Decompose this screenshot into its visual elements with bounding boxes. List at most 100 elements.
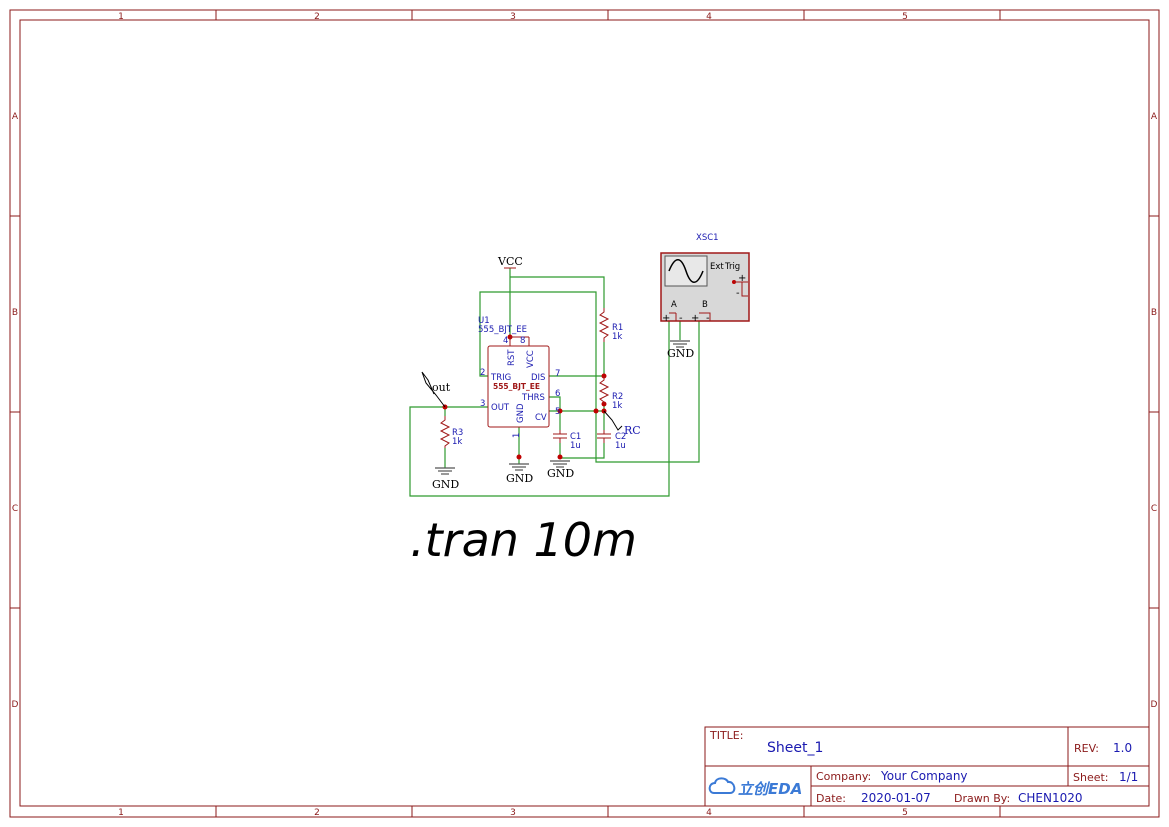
gnd-label: GND (506, 472, 533, 485)
pin-dis: DIS (531, 373, 545, 383)
svg-text:-: - (706, 313, 710, 324)
column-label: 2 (314, 12, 320, 22)
gnd-label: GND (667, 347, 694, 360)
gnd-symbol-u1: GND (506, 463, 533, 485)
sine-wave-icon (668, 259, 704, 283)
c1-designator: C1 (570, 432, 581, 442)
column-label: 4 (706, 808, 712, 818)
rc-voltage-probe[interactable]: RC (603, 410, 641, 437)
pin-num-3: 3 (480, 399, 485, 409)
r2-value: 1k (612, 401, 622, 411)
r3-designator: R3 (452, 428, 463, 438)
pin-trig: TRIG (490, 373, 511, 383)
wire-c1-gnd (559, 443, 605, 459)
column-label: 1 (118, 12, 124, 22)
wire-vcc-r1 (510, 276, 605, 308)
row-label: A (1151, 112, 1158, 122)
column-label: 2 (314, 808, 320, 818)
wire-out-loop (409, 321, 670, 497)
r1-resistor[interactable]: R1 1k (598, 308, 623, 342)
row-label: C (12, 504, 18, 514)
channel-a-label: A (671, 300, 677, 310)
svg-text:+: + (691, 313, 699, 324)
gnd-label: GND (547, 467, 574, 480)
svg-text:+: + (738, 273, 746, 284)
r1-value: 1k (612, 332, 622, 342)
logo-text: 立创EDA (738, 780, 802, 798)
cloud-icon (708, 777, 736, 794)
column-label: 3 (510, 808, 516, 818)
c2-value: 1u (615, 441, 626, 451)
channel-b-label: B (702, 300, 708, 310)
pin-num-5: 5 (555, 407, 560, 417)
gnd-label: GND (432, 478, 459, 491)
pin-num-6: 6 (555, 389, 560, 399)
wires (409, 268, 700, 497)
pin-num-7: 7 (555, 369, 560, 379)
u1-555-timer[interactable]: U1 555_BJT_EE 4 8 RST VCC 2 TRIG 7 DIS 5… (478, 316, 560, 438)
sheet-value: 1/1 (1119, 770, 1138, 784)
pin-num-2: 2 (480, 368, 485, 378)
company-label: Company: (816, 770, 871, 783)
column-label: 4 (706, 12, 712, 22)
rev-label: REV: (1074, 742, 1099, 755)
c1-capacitor[interactable]: C1 1u (553, 430, 581, 451)
row-label: A (12, 112, 19, 122)
drawn-by-value: CHEN1020 (1018, 791, 1083, 805)
sheet-border: 1 2 3 4 5 1 2 3 4 5 A B C D A B C D (9, 9, 1160, 818)
out-voltage-probe[interactable]: out (421, 371, 451, 408)
u1-designator: U1 (478, 316, 490, 326)
company-value: Your Company (880, 769, 968, 783)
pin-thrs: THRS (521, 393, 545, 403)
c2-designator: C2 (615, 432, 626, 442)
gnd-symbol-scope: GND (667, 340, 694, 360)
pin-rst: RST (507, 349, 517, 366)
xsc1-oscilloscope[interactable]: XSC1 Ext Trig + - A B + - + - (660, 233, 750, 324)
row-label: B (1151, 308, 1157, 318)
trig-label: Trig (724, 262, 740, 272)
svg-text:-: - (736, 288, 740, 299)
column-label: 5 (902, 808, 908, 818)
gnd-symbol-r3: GND (432, 467, 459, 491)
gnd-symbol-caps: GND (547, 460, 574, 480)
row-label: B (12, 308, 18, 318)
rc-label: RC (624, 424, 641, 437)
date-value: 2020-01-07 (861, 791, 931, 805)
row-label: D (1151, 700, 1158, 710)
vcc-label: VCC (497, 255, 523, 268)
r3-resistor[interactable]: R3 1k (439, 416, 463, 448)
column-label: 1 (118, 808, 124, 818)
out-label: out (432, 381, 451, 394)
sheet-title: Sheet_1 (767, 740, 823, 756)
svg-text:+: + (662, 313, 670, 324)
pin-vcc: VCC (526, 350, 536, 368)
pin-num-8: 8 (520, 336, 525, 346)
title-label: TITLE: (709, 729, 743, 742)
date-label: Date: (816, 792, 846, 805)
pin-cv: CV (535, 413, 547, 423)
svg-text:-: - (679, 313, 683, 324)
wire-thrs (549, 396, 561, 411)
pin-num-1: 1 (512, 433, 522, 438)
c1-value: 1u (570, 441, 581, 451)
sheet-label: Sheet: (1073, 771, 1109, 784)
pin-gnd: GND (516, 403, 526, 423)
r1-designator: R1 (612, 323, 623, 333)
c2-capacitor[interactable]: C2 1u (597, 430, 626, 451)
pin-num-4: 4 (503, 336, 508, 346)
drawn-by-label: Drawn By: (954, 792, 1010, 805)
vcc-power-symbol: VCC (497, 255, 523, 269)
spice-directive: .tran 10m (410, 513, 637, 567)
column-label: 5 (902, 12, 908, 22)
u1-part: 555_BJT_EE (478, 325, 527, 335)
wire-trig-loop (479, 291, 700, 463)
row-label: C (1151, 504, 1157, 514)
pin-out: OUT (491, 403, 510, 413)
r2-designator: R2 (612, 392, 623, 402)
u1-body-label: 555_BJT_EE (493, 382, 540, 391)
r2-resistor[interactable]: R2 1k (598, 376, 623, 411)
title-block: TITLE: Sheet_1 REV: 1.0 立创EDA Company: Y… (704, 726, 1150, 807)
column-label: 3 (510, 12, 516, 22)
ext-label: Ext (710, 262, 724, 272)
